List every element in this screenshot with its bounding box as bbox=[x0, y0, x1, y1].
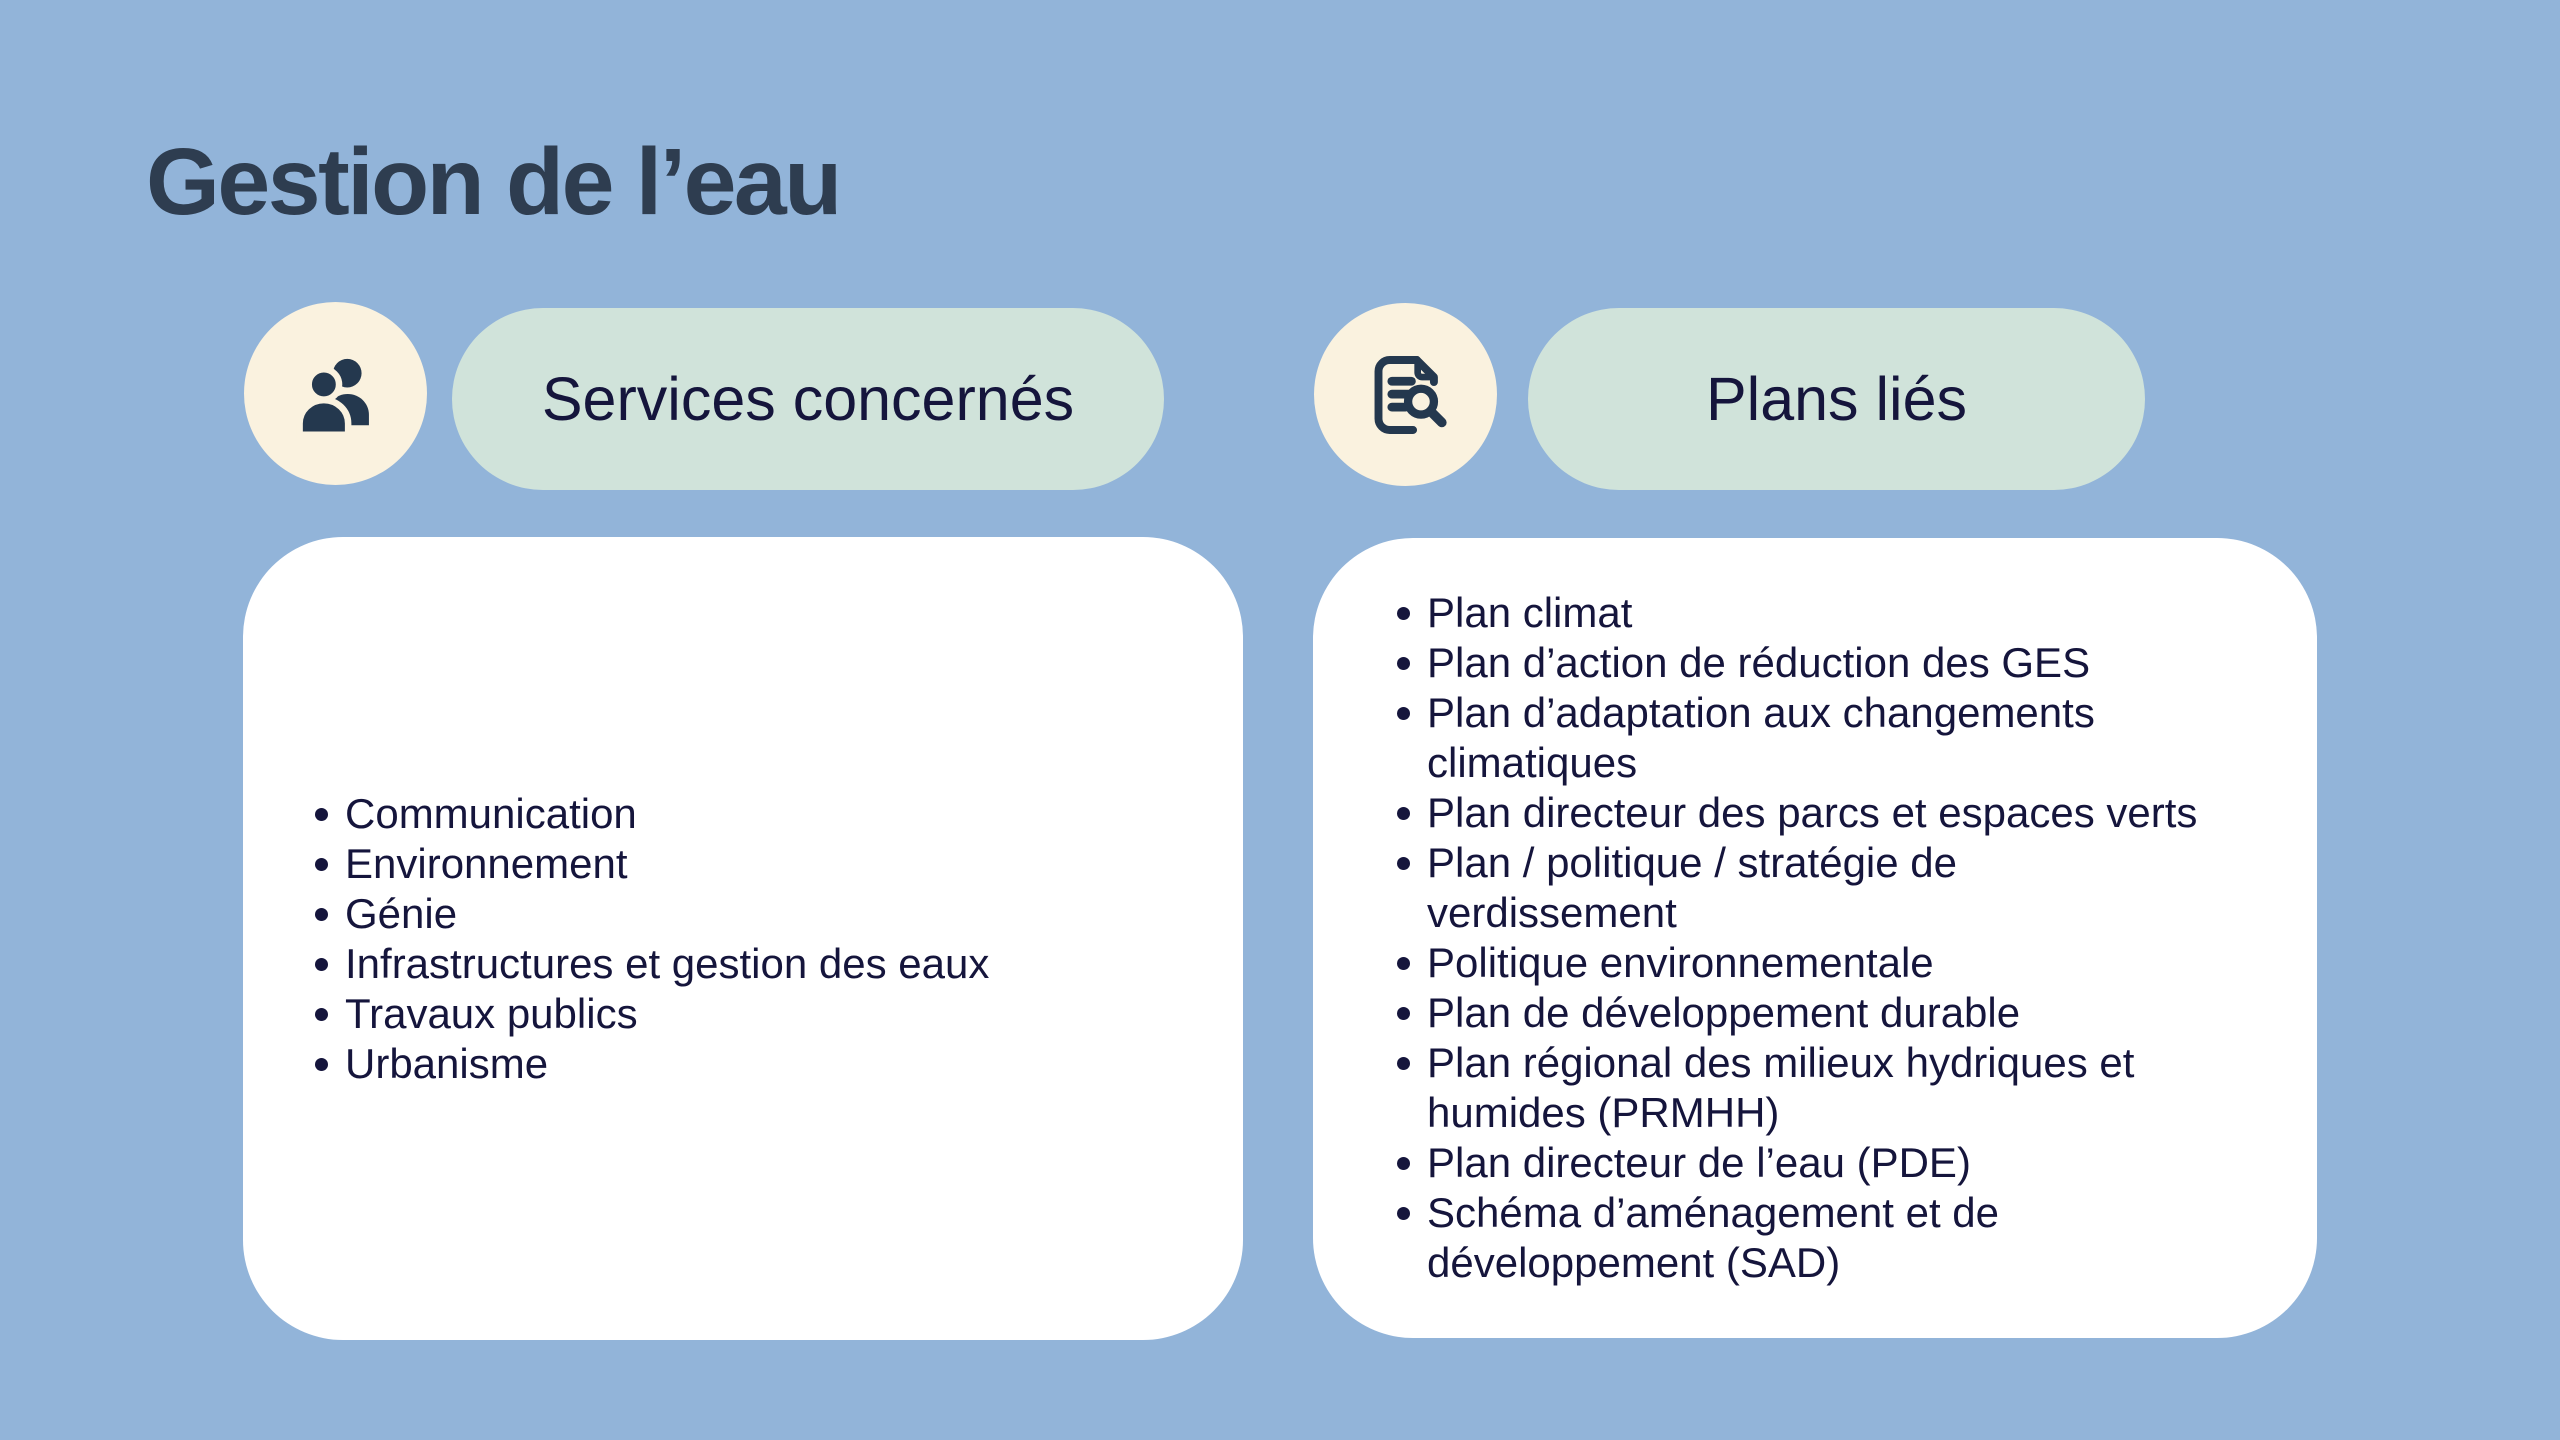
services-header-pill: Services concernés bbox=[452, 308, 1164, 490]
list-item-label: Plan directeur de l’eau (PDE) bbox=[1427, 1139, 1971, 1186]
bullet-icon bbox=[1397, 857, 1410, 870]
bullet-icon bbox=[315, 1057, 328, 1071]
services-card: Communication Environnement Génie Infras… bbox=[243, 537, 1243, 1340]
bullet-icon bbox=[1397, 1007, 1410, 1020]
list-item-label: Génie bbox=[345, 889, 458, 937]
plans-icon-badge bbox=[1314, 303, 1497, 486]
plans-card: Plan climat Plan d’action de réduction d… bbox=[1313, 538, 2317, 1338]
list-item-label: Infrastructures et gestion des eaux bbox=[345, 939, 990, 987]
list-item-label: Plan d’adaptation aux changements climat… bbox=[1427, 689, 2095, 786]
services-list-item: Communication bbox=[315, 789, 989, 839]
list-item-label: Plan de développement durable bbox=[1427, 989, 2021, 1036]
plans-list-item: Politique environnementale bbox=[1397, 938, 2197, 988]
document-search-icon bbox=[1374, 355, 1447, 434]
list-item-label: Plan / politique / stratégie de verdisse… bbox=[1427, 839, 1958, 936]
list-item-label: Plan régional des milieux hydriques et h… bbox=[1427, 1039, 2135, 1136]
list-item-label: Urbanisme bbox=[345, 1039, 549, 1087]
bullet-icon bbox=[1397, 1207, 1410, 1220]
bullet-icon bbox=[1397, 707, 1410, 720]
list-item-label: Environnement bbox=[345, 839, 628, 887]
list-item-label: Politique environnementale bbox=[1427, 939, 1934, 986]
plans-list-item: Schéma d’aménagement et de développement… bbox=[1397, 1188, 2197, 1288]
services-list-item: Urbanisme bbox=[315, 1039, 989, 1089]
bullet-icon bbox=[1397, 957, 1410, 970]
services-icon-badge bbox=[244, 302, 427, 485]
bullet-icon bbox=[1397, 657, 1410, 670]
list-item-label: Plan d’action de réduction des GES bbox=[1427, 639, 2091, 686]
services-list-item: Génie bbox=[315, 889, 989, 939]
bullet-icon bbox=[1397, 607, 1410, 620]
plans-list-item: Plan directeur de l’eau (PDE) bbox=[1397, 1138, 2197, 1188]
bullet-icon bbox=[1397, 1157, 1410, 1170]
plans-list: Plan climat Plan d’action de réduction d… bbox=[1313, 588, 2237, 1288]
plans-list-item: Plan régional des milieux hydriques et h… bbox=[1397, 1038, 2197, 1138]
services-list: Communication Environnement Génie Infras… bbox=[243, 789, 1029, 1089]
list-item-label: Plan directeur des parcs et espaces vert… bbox=[1427, 789, 2198, 836]
services-list-item: Environnement bbox=[315, 839, 989, 889]
services-list-item: Travaux publics bbox=[315, 989, 989, 1039]
list-item-label: Plan climat bbox=[1427, 589, 1633, 636]
services-list-item: Infrastructures et gestion des eaux bbox=[315, 939, 989, 989]
plans-header-label: Plans liés bbox=[1705, 365, 1968, 433]
bullet-icon bbox=[1397, 807, 1410, 820]
plans-list-item: Plan de développement durable bbox=[1397, 988, 2197, 1038]
people-icon bbox=[295, 358, 369, 438]
list-item-label: Communication bbox=[345, 789, 637, 837]
list-item-label: Travaux publics bbox=[345, 989, 638, 1037]
bullet-icon bbox=[315, 807, 328, 821]
plans-list-item: Plan / politique / stratégie de verdisse… bbox=[1397, 838, 2197, 938]
list-item-label: Schéma d’aménagement et de développement… bbox=[1427, 1189, 2000, 1286]
plans-list-item: Plan d’action de réduction des GES bbox=[1397, 638, 2197, 688]
plans-list-item: Plan d’adaptation aux changements climat… bbox=[1397, 688, 2197, 788]
bullet-icon bbox=[315, 957, 328, 971]
bullet-icon bbox=[1397, 1057, 1410, 1070]
bullet-icon bbox=[315, 907, 328, 921]
plans-header-pill: Plans liés bbox=[1528, 308, 2145, 490]
bullet-icon bbox=[315, 857, 328, 871]
page-title: Gestion de l’eau bbox=[146, 129, 842, 235]
services-header-label: Services concernés bbox=[541, 365, 1075, 433]
plans-list-item: Plan climat bbox=[1397, 588, 2197, 638]
plans-list-item: Plan directeur des parcs et espaces vert… bbox=[1397, 788, 2197, 838]
bullet-icon bbox=[315, 1007, 328, 1021]
